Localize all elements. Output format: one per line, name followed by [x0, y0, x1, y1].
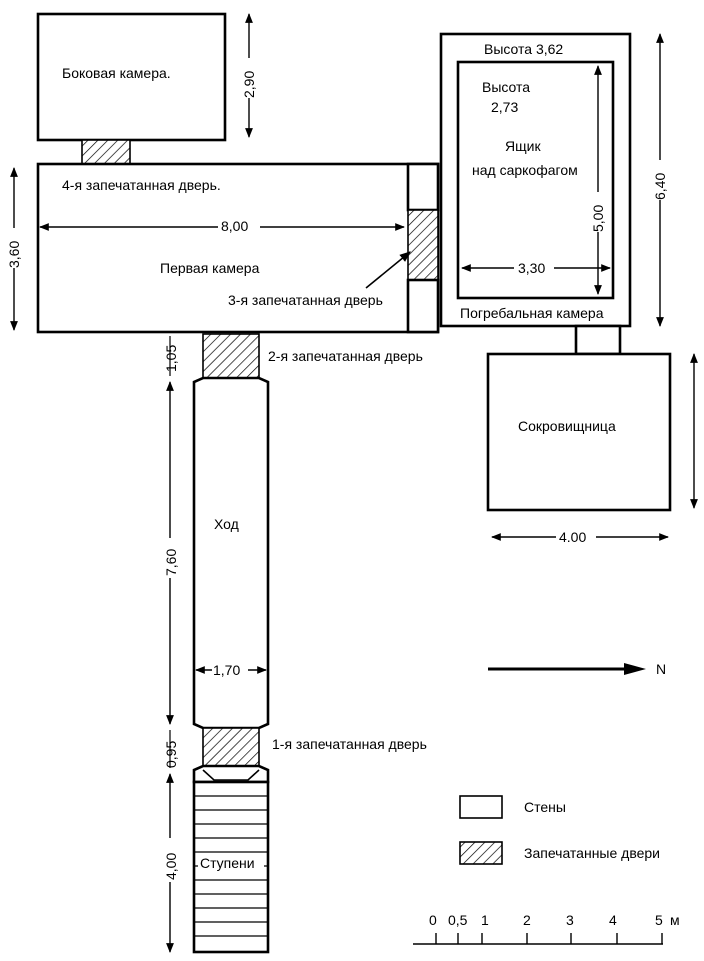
- dim-door1-len-label: 0,95: [163, 741, 179, 768]
- dim-box-height-label: 5,00: [590, 205, 606, 232]
- box-height-line1: Высота: [482, 79, 530, 95]
- scale-unit: м: [670, 912, 680, 928]
- scale-label-3: 3: [566, 912, 574, 928]
- sealed-door-1: [202, 727, 260, 767]
- box-label-1: Ящик: [505, 138, 541, 154]
- door-3-label: 3-я запечатанная дверь: [228, 292, 383, 308]
- sealed-door-3: [407, 209, 439, 281]
- legend-walls-swatch: [459, 795, 503, 819]
- dim-box-width-label: 3,30: [518, 260, 545, 276]
- first-chamber: [36, 162, 440, 334]
- legend-walls-label: Стены: [524, 799, 566, 815]
- dim-treasury-width-label: 4.00: [559, 529, 586, 545]
- door-1-label: 1-я запечатанная дверь: [272, 736, 427, 752]
- steps-label: Ступени: [200, 855, 255, 871]
- treasury-passage: [574, 324, 622, 356]
- scale-label-2: 2: [523, 912, 531, 928]
- side-chamber: [36, 12, 227, 142]
- treasury-label: Сокровищница: [518, 418, 616, 434]
- dim-first-height-label: 3,60: [6, 241, 22, 268]
- sealed-door-4: [81, 139, 131, 165]
- dim-door2-len-label: 1,05: [163, 345, 179, 372]
- door-3-pointer: [365, 251, 411, 289]
- legend-doors-swatch: [459, 841, 503, 865]
- north-label: N: [656, 661, 666, 677]
- scale-label-1: 1: [481, 912, 489, 928]
- dim-corridor-width-label: 1,70: [213, 662, 240, 678]
- scale-label-0: 0: [429, 912, 437, 928]
- treasury: [486, 352, 672, 512]
- north-arrow-head: [624, 663, 646, 675]
- door-2-label: 2-я запечатанная дверь: [268, 348, 423, 364]
- dim-side-height-label: 2,90: [241, 71, 257, 98]
- box-label-2: над саркофагом: [472, 162, 578, 178]
- side-chamber-label: Боковая камера.: [62, 65, 171, 81]
- legend-doors-label: Запечатанные двери: [524, 845, 660, 861]
- first-chamber-label: Первая камера: [160, 260, 260, 276]
- scale-label-05: 0,5: [448, 912, 468, 928]
- partition-lower: [406, 278, 440, 334]
- dim-corridor-len-label: 7,60: [163, 549, 179, 576]
- box-height-line2: 2,73: [491, 99, 518, 115]
- door-4-label: 4-я запечатанная дверь.: [62, 177, 221, 193]
- partition-upper: [406, 162, 440, 212]
- burial-chamber-label: Погребальная камера: [460, 305, 604, 321]
- burial-height-outer: Высота 3,62: [484, 41, 563, 57]
- scale-label-4: 4: [609, 912, 617, 928]
- scale-label-5: 5: [655, 912, 663, 928]
- sealed-door-2: [202, 333, 260, 379]
- dim-burial-height-label: 6,40: [652, 173, 668, 200]
- scale-bar: [413, 933, 663, 945]
- dim-steps-len-label: 4,00: [163, 853, 179, 880]
- dim-first-width-label: 8,00: [221, 218, 248, 234]
- corridor-label: Ход: [214, 516, 239, 532]
